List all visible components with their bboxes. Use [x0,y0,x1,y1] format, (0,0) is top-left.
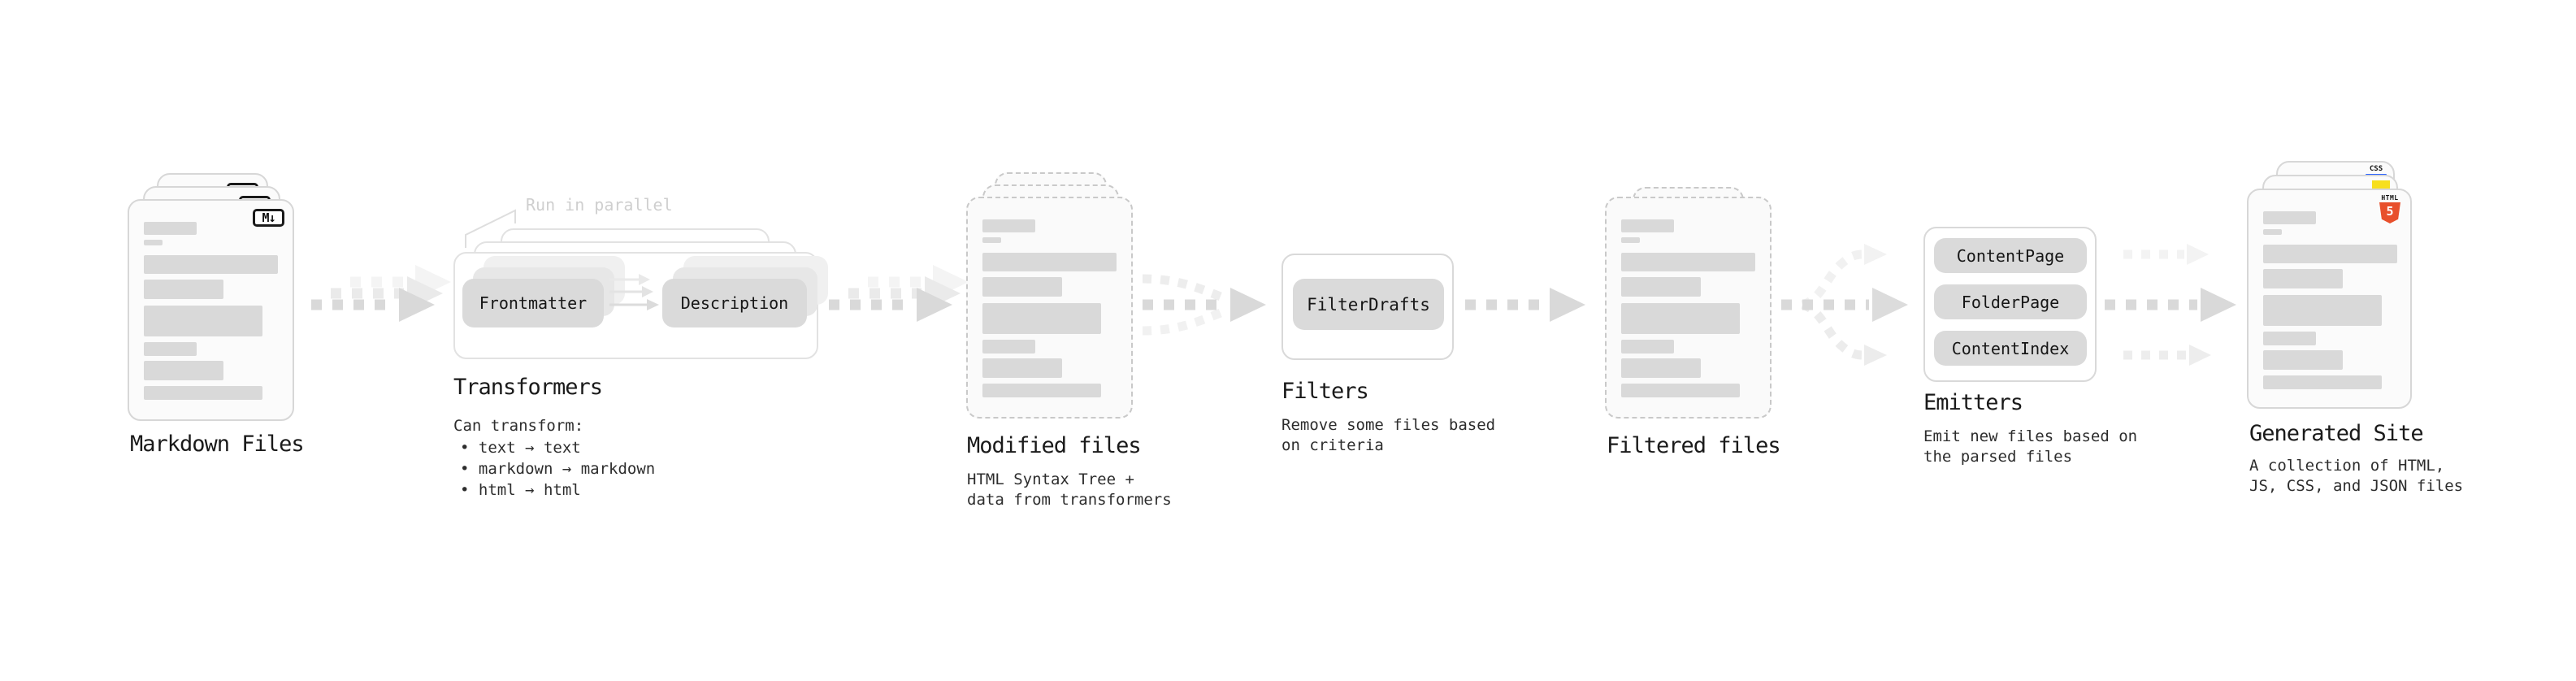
transformers-bullet: • html → html [460,481,581,499]
description-pill: Description [662,279,807,327]
flow-arrow-icon [311,265,451,322]
annotation-line [465,209,516,248]
filters-description: Remove some files based on criteria [1281,416,1496,454]
flow-arrow-icon [829,265,969,322]
run-in-parallel-annotation: Run in parallel [526,195,673,215]
transformers-bullet: • markdown → markdown [460,460,656,478]
generated-site-description: A collection of HTML, JS, CSS, and JSON … [2249,457,2464,495]
contentindex-pill: ContentIndex [1934,331,2087,366]
transformers-heading: Transformers [453,375,603,400]
transformers-bullet: • text → text [460,439,581,457]
generated-site-heading: Generated Site [2249,421,2424,446]
flow-arrow-diverge-icon [1781,244,1908,366]
file-content-placeholder [1621,219,1755,397]
generated-file-card: HTML 5 [2247,189,2412,409]
parallel-arrows-icon [609,274,659,310]
folderpage-pill: FolderPage [1934,284,2087,319]
contentpage-pill: ContentPage [1934,238,2087,273]
markdown-icon: M↓ [253,209,284,227]
file-content-placeholder [144,222,278,400]
flow-arrow-converge-icon [1142,274,1266,336]
emitters-description: Emit new files based on the parsed files [1923,427,2138,466]
modified-file-card [966,197,1133,419]
modified-files-heading: Modified files [967,433,1142,458]
emitters-heading: Emitters [1923,390,2023,415]
modified-files-description: HTML Syntax Tree + data from transformer… [967,471,1172,509]
filterdrafts-pill: FilterDrafts [1293,279,1444,330]
js-icon [2372,180,2390,191]
flow-arrow-icon [1465,288,1585,322]
flow-arrow-triple-icon [2105,244,2236,366]
filtered-files-heading: Filtered files [1607,433,1781,458]
filters-heading: Filters [1281,379,1369,404]
frontmatter-pill: Frontmatter [462,279,604,327]
html5-icon: HTML 5 [2379,194,2400,223]
filtered-file-card [1605,197,1772,419]
file-content-placeholder [2263,211,2397,389]
file-content-placeholder [982,219,1117,397]
transformers-subheading: Can transform: [453,417,584,435]
markdown-files-label: Markdown Files [130,432,305,457]
markdown-file-card: M↓ [128,199,294,421]
